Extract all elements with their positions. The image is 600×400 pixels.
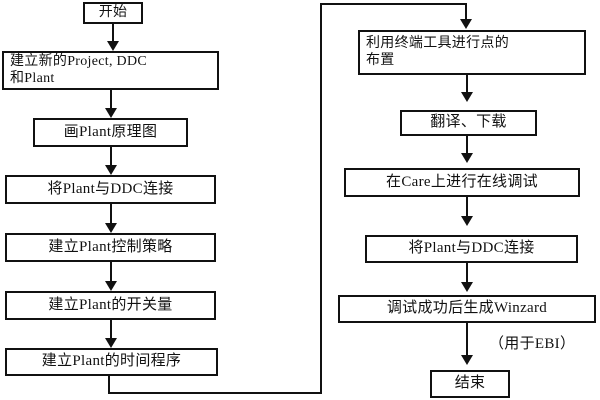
- node-start-label: 开始: [98, 4, 128, 20]
- node-online-debug-care[interactable]: 在Care上进行在线调试: [344, 168, 580, 197]
- arrowhead-end: [461, 355, 473, 365]
- arrowhead-create-switch-points: [105, 281, 117, 291]
- arrowhead-generate-winzard: [461, 282, 473, 292]
- connector-draw-schematic-to-connect-left: [110, 147, 112, 166]
- node-connect-plant-ddc-left-label: 将Plant与DDC连接: [47, 180, 174, 197]
- arrowhead-create-project: [107, 41, 119, 51]
- connector-connect-left-to-strategy: [110, 204, 112, 224]
- node-connect-plant-ddc-right[interactable]: 将Plant与DDC连接: [365, 235, 578, 263]
- node-create-switch-points[interactable]: 建立Plant的开关量: [5, 291, 216, 320]
- node-draw-plant-schematic-label: 画Plant原理图: [63, 123, 158, 140]
- node-create-control-strategy[interactable]: 建立Plant控制策略: [5, 233, 216, 262]
- arrowhead-draw-plant-schematic: [105, 108, 117, 118]
- annotation-winzard-note: （用于EBI）: [489, 336, 576, 352]
- node-create-switch-points-label: 建立Plant的开关量: [48, 296, 173, 313]
- connector-drop-to-terminal-layout: [465, 3, 467, 20]
- arrowhead-connect-plant-ddc-right: [461, 216, 473, 226]
- node-start[interactable]: 开始: [83, 2, 143, 24]
- connector-terminal-layout-to-translate: [466, 75, 468, 93]
- connector-translate-to-online-debug: [466, 136, 468, 154]
- node-terminal-point-layout[interactable]: 利用终端工具进行点的 布置: [358, 30, 586, 75]
- connector-connect-right-to-winzard: [466, 263, 468, 283]
- node-connect-plant-ddc-left[interactable]: 将Plant与DDC连接: [5, 175, 216, 204]
- connector-time-program-down: [108, 376, 110, 394]
- node-generate-winzard[interactable]: 调试成功后生成Winzard: [338, 295, 596, 323]
- connector-top-across: [320, 3, 467, 5]
- node-create-project-label: 建立新的Project, DDC 和Plant: [10, 53, 148, 86]
- node-create-project[interactable]: 建立新的Project, DDC 和Plant: [2, 51, 219, 90]
- node-create-time-program-label: 建立Plant的时间程序: [41, 353, 182, 370]
- connector-winzard-to-end: [466, 323, 468, 356]
- node-terminal-point-layout-label: 利用终端工具进行点的 布置: [366, 35, 509, 68]
- arrowhead-connect-plant-ddc-left: [105, 165, 117, 175]
- node-translate-download[interactable]: 翻译、下载: [400, 110, 537, 136]
- node-connect-plant-ddc-right-label: 将Plant与DDC连接: [408, 240, 535, 257]
- arrowhead-create-control-strategy: [105, 223, 117, 233]
- connector-start-to-create-project: [112, 24, 114, 44]
- arrowhead-translate-download: [461, 92, 473, 102]
- node-generate-winzard-label: 调试成功后生成Winzard: [386, 300, 548, 317]
- connector-create-project-to-draw-schematic: [110, 90, 112, 109]
- node-translate-download-label: 翻译、下载: [430, 114, 507, 131]
- connector-time-program-across-bottom: [108, 392, 322, 394]
- node-create-time-program[interactable]: 建立Plant的时间程序: [5, 348, 218, 376]
- node-end-label: 结束: [454, 375, 486, 392]
- connector-switch-points-to-time-program: [110, 320, 112, 339]
- node-draw-plant-schematic[interactable]: 画Plant原理图: [33, 118, 188, 147]
- arrowhead-terminal-point-layout: [460, 19, 472, 29]
- node-create-control-strategy-label: 建立Plant控制策略: [48, 238, 173, 255]
- node-online-debug-care-label: 在Care上进行在线调试: [386, 173, 538, 190]
- connector-strategy-to-switch-points: [110, 262, 112, 282]
- connector-gutter-riser: [320, 3, 322, 394]
- arrowhead-online-debug-care: [461, 153, 473, 163]
- arrowhead-create-time-program: [105, 338, 117, 348]
- node-end[interactable]: 结束: [430, 370, 510, 398]
- connector-online-debug-to-connect-right: [466, 197, 468, 217]
